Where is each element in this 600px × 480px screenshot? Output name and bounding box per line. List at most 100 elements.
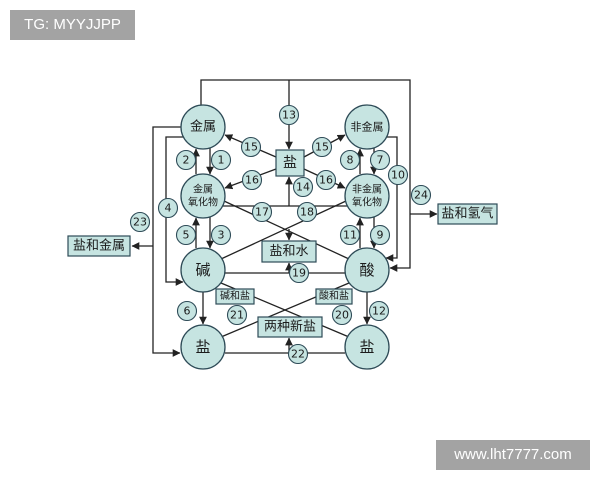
step-marker-circle <box>315 169 337 191</box>
watermark-bottom: www.lht7777.com <box>436 440 590 470</box>
node-nonmetal-label: 非金属 <box>351 120 384 134</box>
step-marker-number: 7 <box>377 154 384 167</box>
step-marker: 23 <box>129 211 151 233</box>
step-marker-number: 13 <box>282 109 296 122</box>
step-marker: 18 <box>296 201 318 223</box>
node-metal-oxide-label-line2: 氧化物 <box>188 196 218 209</box>
node-metal-oxide-label-line1: 金属 <box>193 183 213 196</box>
link-17-diagonal <box>223 200 350 260</box>
step-marker-number: 15 <box>315 141 329 154</box>
step-marker: 15 <box>311 136 333 158</box>
box-salt-hydrogen-label: 盐和氢气 <box>441 206 493 222</box>
node-acid: 酸 <box>344 247 390 293</box>
link-18-diagonal <box>220 200 347 260</box>
step-marker-circle <box>175 224 197 246</box>
box-acid-salt-rect <box>315 288 353 305</box>
box-salt-water-rect <box>261 240 317 263</box>
node-salt-right: 盐 <box>344 324 390 370</box>
step-marker-number: 12 <box>372 305 386 318</box>
step-marker: 20 <box>331 304 353 326</box>
node-acid-label: 酸 <box>359 261 374 279</box>
step-marker: 6 <box>176 300 198 322</box>
box-salt-hydrogen-rect <box>437 203 498 225</box>
step-marker: 7 <box>369 149 391 171</box>
node-base-circle <box>180 247 226 293</box>
step-marker: 4 <box>157 197 179 219</box>
step-marker-number: 10 <box>391 169 405 182</box>
step-marker-number: 16 <box>319 174 333 187</box>
step-marker-number: 9 <box>377 229 384 242</box>
node-nonmetal: 非金属 <box>344 104 390 150</box>
step-marker-circle <box>226 304 248 326</box>
step-marker-circle <box>157 197 179 219</box>
node-salt-right-label: 盐 <box>359 338 374 356</box>
step-marker: 9 <box>369 224 391 246</box>
box-salt-rect <box>275 149 305 177</box>
node-salt-left-label: 盐 <box>195 338 210 356</box>
box-salt: 盐 <box>275 149 305 177</box>
step-marker: 10 <box>387 164 409 186</box>
step-marker: 16 <box>241 169 263 191</box>
box-salt-hydrogen: 盐和氢气 <box>437 203 498 225</box>
step-marker-number: 14 <box>296 181 310 194</box>
step-marker-circle <box>288 262 310 284</box>
step-marker: 11 <box>339 224 361 246</box>
box-two-new-salts-rect <box>257 316 323 338</box>
step-marker-circle <box>241 169 263 191</box>
step-marker-circle <box>175 149 197 171</box>
step-marker-circle <box>296 201 318 223</box>
step-marker-circle <box>369 224 391 246</box>
box-salt-water-label: 盐和水 <box>269 244 308 259</box>
step-marker-circle <box>240 136 262 158</box>
step-marker: 8 <box>339 149 361 171</box>
step-marker-circle <box>210 224 232 246</box>
box-acid-salt-label: 酸和盐 <box>319 289 349 302</box>
step-marker-circle <box>129 211 151 233</box>
box-salt-label: 盐 <box>283 155 297 171</box>
step-marker-number: 15 <box>244 141 258 154</box>
step-marker-circle <box>278 104 300 126</box>
step-marker-number: 17 <box>255 206 269 219</box>
box-acid-salt: 酸和盐 <box>315 288 353 305</box>
step-marker-number: 18 <box>300 206 314 219</box>
box-two-new-salts-label: 两种新盐 <box>264 319 316 335</box>
node-acid-circle <box>344 247 390 293</box>
step-marker-circle <box>210 149 232 171</box>
box-salt-metal-label: 盐和金属 <box>73 238 125 254</box>
step-marker-circle <box>311 136 333 158</box>
node-salt-left: 盐 <box>180 324 226 370</box>
step-marker-number: 22 <box>291 348 305 361</box>
box-base-salt-rect <box>215 288 255 305</box>
node-base: 碱 <box>180 247 226 293</box>
step-marker: 19 <box>288 262 310 284</box>
step-marker-circle <box>368 300 390 322</box>
step-marker-circle <box>331 304 353 326</box>
step-marker-number: 21 <box>230 309 244 322</box>
step-marker-number: 8 <box>347 154 354 167</box>
step-marker: 22 <box>287 343 309 365</box>
box-salt-water: 盐和水 <box>261 240 317 263</box>
step-marker-number: 11 <box>343 229 357 242</box>
step-marker-circle <box>387 164 409 186</box>
box-salt-metal-rect <box>67 235 131 257</box>
step-marker: 12 <box>368 300 390 322</box>
step-marker: 14 <box>292 176 314 198</box>
step-marker: 2 <box>175 149 197 171</box>
node-nonmetal-oxide: 非金属 氧化物 <box>344 173 390 219</box>
step-marker: 21 <box>226 304 248 326</box>
step-marker: 24 <box>410 184 432 206</box>
step-marker-circle <box>410 184 432 206</box>
node-metal-label: 金属 <box>190 119 216 135</box>
step-marker-number: 2 <box>183 154 190 167</box>
step-marker-number: 4 <box>165 202 172 215</box>
step-marker: 13 <box>278 104 300 126</box>
step-marker: 15 <box>240 136 262 158</box>
step-marker: 5 <box>175 224 197 246</box>
link-10 <box>385 136 398 262</box>
node-metal-oxide-circle <box>180 173 226 219</box>
node-metal-circle <box>180 104 226 150</box>
step-marker-number: 5 <box>183 229 190 242</box>
link-top-frame <box>200 79 411 272</box>
